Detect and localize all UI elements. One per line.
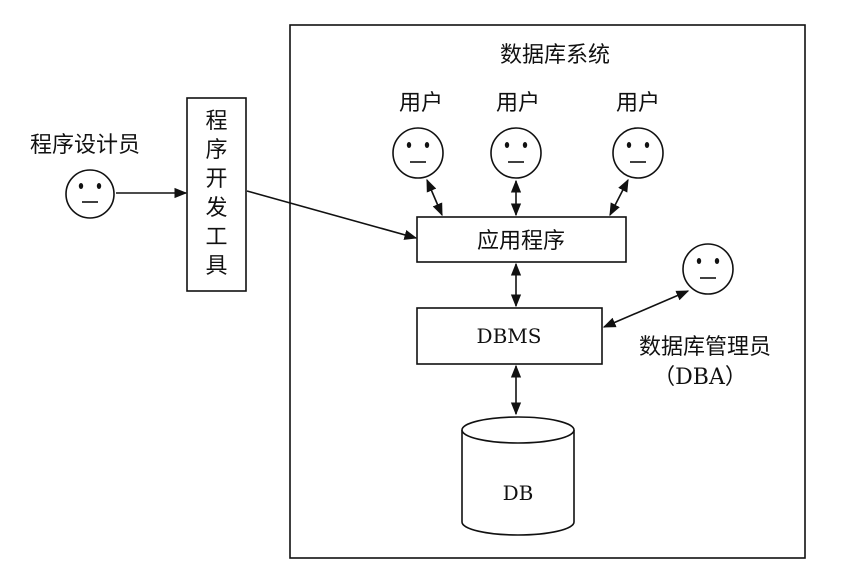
arrow-user1-app (426, 178, 443, 217)
db-label: DB (503, 481, 534, 505)
programmer-face-icon (65, 169, 115, 219)
dba-label-line2: （DBA） (653, 365, 747, 390)
user-label-2: 用户 (496, 91, 540, 116)
dbms-label: DBMS (477, 324, 542, 348)
svg-text:程: 程 (205, 109, 227, 134)
svg-text:开: 开 (205, 167, 227, 192)
arrow-tool-to-app (246, 190, 418, 240)
user-face-icon-3 (612, 127, 664, 179)
user-label-3: 用户 (616, 91, 660, 116)
user-face-icon-1 (392, 127, 444, 179)
user-label-1: 用户 (399, 91, 443, 116)
application-label: 应用程序 (477, 229, 565, 254)
svg-text:发: 发 (205, 196, 227, 221)
dev-tool-label: 程 序 开 发 工 具 (205, 109, 227, 279)
dbms-box (416, 307, 603, 365)
dba-label-line1: 数据库管理员 (639, 335, 771, 360)
arrow-user3-app (609, 178, 629, 217)
database-cylinder-icon (461, 416, 575, 536)
system-title: 数据库系统 (500, 43, 610, 68)
arrow-dba-dbms (602, 290, 690, 328)
dev-tool-box (186, 97, 247, 292)
user-face-icon-2 (490, 127, 542, 179)
programmer-label: 程序设计员 (30, 133, 140, 158)
dba-face-icon (682, 243, 734, 295)
svg-text:工: 工 (205, 225, 227, 250)
svg-text:序: 序 (205, 138, 227, 163)
application-box (416, 216, 627, 263)
svg-text:具: 具 (205, 254, 227, 279)
